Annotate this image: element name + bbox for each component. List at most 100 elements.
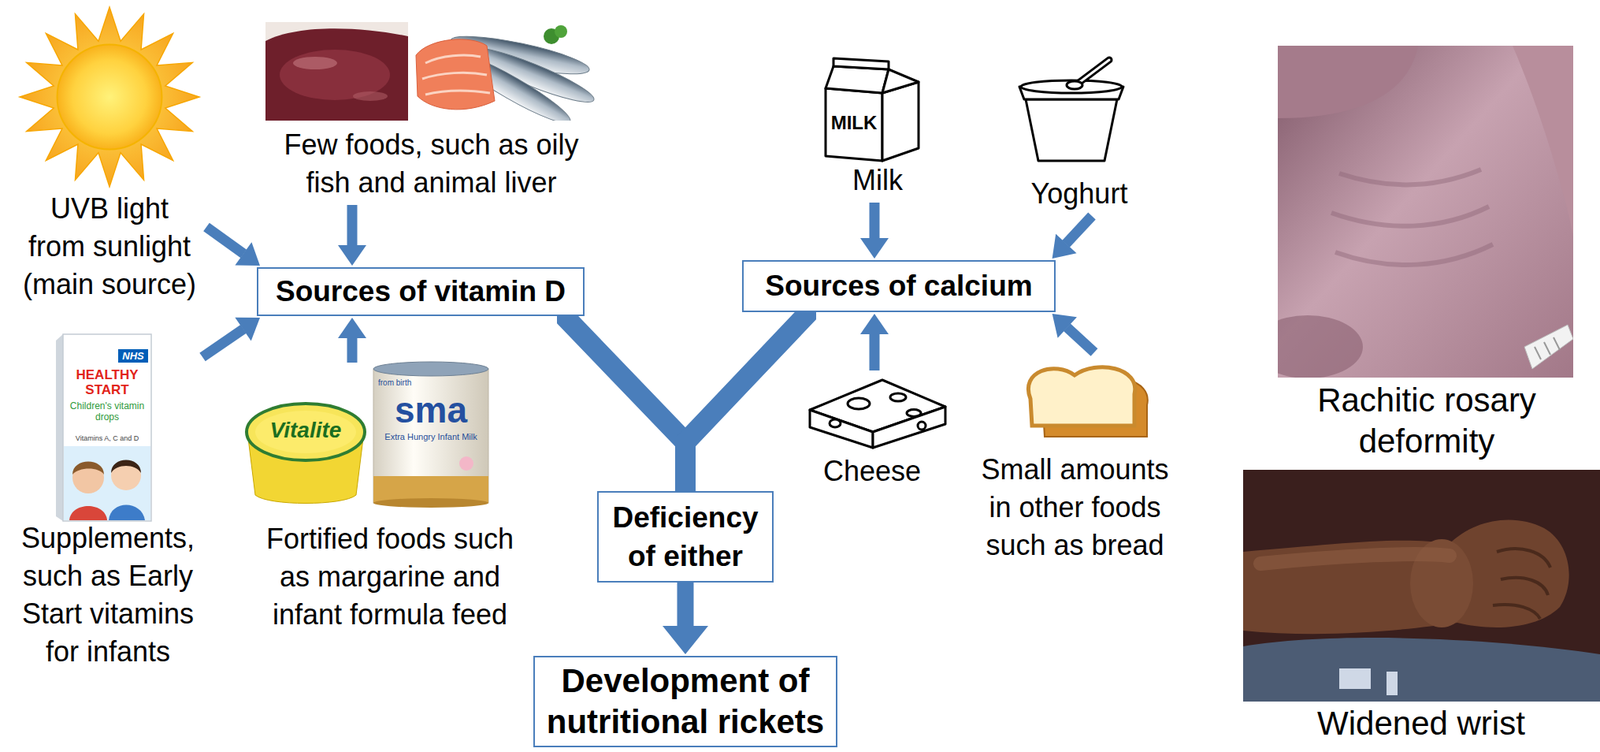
source-label: UVB light from sunlight (main source) (20, 189, 199, 304)
margarine-tub (246, 403, 365, 504)
wrist-photo-part (1243, 519, 1570, 635)
liver-photo-part (293, 56, 338, 70)
vitamin-box-picture-part (55, 334, 64, 521)
package-text: Vitalite (250, 417, 361, 443)
vitamin-box-picture-part (118, 348, 149, 363)
formula-tin-part (373, 361, 489, 376)
source-label: Small amounts in other foods such as bre… (974, 450, 1176, 565)
process-box: Sources of vitamin D (256, 267, 585, 316)
arrow-connector (347, 204, 358, 246)
vitamin-box-picture (55, 334, 152, 521)
source-item: Few foods, such as oily fish and animal … (265, 20, 598, 205)
yoghurt-pot-icon (1019, 59, 1124, 161)
formula-tin-part (373, 368, 489, 503)
package-text: from birth (378, 378, 442, 388)
milk-carton-icon-part (825, 66, 889, 93)
source-item: Cheese (809, 370, 936, 494)
box-label: Sources of calcium (764, 267, 1033, 305)
wrist-photo-part (1492, 548, 1551, 619)
wrist-photo-part (1386, 671, 1398, 695)
cheese-icon-part (872, 406, 946, 448)
arrow-connector (868, 202, 880, 239)
vitamin-box-picture-part (111, 460, 142, 474)
wrist-photo-part (1260, 553, 1450, 564)
source-item: UVB light from sunlight (main source) (12, 3, 207, 307)
source-item: Small amounts in other foods such as bre… (974, 352, 1176, 568)
source-label: Milk (852, 161, 903, 200)
liver-photo (265, 22, 409, 121)
sun-icon-part (19, 7, 200, 187)
yoghurt-pot-icon-part (1020, 80, 1122, 93)
milk-carton-icon-part (825, 88, 883, 161)
cheese-icon-part (917, 421, 926, 430)
bread-icon-part (1028, 367, 1135, 426)
fish-photo-part (415, 39, 495, 110)
source-label: Cheese (823, 452, 921, 491)
fish-photo-part (422, 55, 491, 95)
arrow-connector (1066, 326, 1095, 353)
cheese-icon-part (829, 419, 841, 427)
source-label: Supplements, such as Early Start vitamin… (13, 519, 203, 671)
package-text: NHS (118, 348, 149, 363)
vitamin-box-picture-part (108, 504, 145, 521)
source-label: Few foods, such as oily fish and animal … (274, 126, 590, 202)
source-label: Fortified foods such as margarine and in… (259, 519, 520, 634)
liver-photo-part (352, 91, 388, 101)
source-item: Yoghurt (1016, 55, 1143, 216)
rosary-photo-part (1534, 337, 1560, 360)
yoghurt-pot-icon-part (1077, 59, 1110, 84)
arrow-connector (1065, 215, 1092, 244)
vitamin-box-picture-part (63, 334, 152, 521)
box-label: Development of nutritional rickets (543, 660, 828, 743)
yoghurt-pot-icon-part (1077, 59, 1110, 84)
process-box: Deficiency of either (597, 490, 774, 583)
sun-icon-part (57, 44, 163, 149)
photo-caption: Rachitic rosary deformity (1308, 379, 1545, 462)
cheese-icon-part (809, 379, 946, 432)
formula-tin-part (373, 497, 489, 508)
box-label: Sources of vitamin D (275, 272, 566, 311)
rosary-photo-part (1524, 324, 1574, 369)
package-text: Extra Hungry Infant Milk (381, 431, 481, 442)
package-text: MILK (826, 111, 882, 134)
vitamin-box-picture-part (111, 460, 142, 491)
vitamin-box-picture-part (72, 461, 104, 494)
photo-caption: Widened wrist (1303, 702, 1540, 744)
cheese-icon (809, 379, 946, 448)
merge-connector (685, 304, 806, 493)
cheese-icon-part (809, 409, 873, 448)
vitamin-box-picture-part (69, 505, 108, 520)
milk-carton-icon-part (882, 69, 919, 93)
package-text: Vitamins A, C and D (66, 434, 149, 443)
liver-photo-part (279, 49, 390, 101)
rosary-photo-part (1331, 169, 1493, 265)
rosary-photo-part (1277, 315, 1363, 378)
package-text: Children's vitamin drops (66, 400, 149, 423)
rosary-photo-part (1512, 45, 1574, 237)
margarine-tub-part (246, 403, 365, 461)
bread-icon (1028, 367, 1148, 437)
formula-tin (373, 361, 489, 508)
process-box: Sources of calcium (742, 259, 1055, 312)
package-text: sma (375, 389, 487, 431)
yoghurt-pot-icon-part (1025, 99, 1118, 161)
fish-photo (413, 20, 598, 121)
merge-connector (567, 308, 686, 493)
wrist-photo (1243, 469, 1600, 702)
arrow-connector (202, 328, 244, 357)
source-label: Yoghurt (1031, 174, 1129, 213)
fish-photo-part (554, 25, 568, 38)
arrow-connector (206, 226, 244, 254)
rosary-photo-part (1277, 45, 1419, 119)
milk-carton-icon (825, 58, 919, 161)
arrow-connector (868, 334, 880, 372)
formula-tin-part (459, 456, 474, 471)
yoghurt-pot-icon-part (1066, 81, 1083, 90)
wrist-photo-part (1243, 469, 1600, 702)
liver-photo-part (265, 28, 409, 121)
vitamin-box-picture-part (72, 461, 104, 476)
source-item: Fortified foods such as margarine and in… (259, 362, 520, 637)
